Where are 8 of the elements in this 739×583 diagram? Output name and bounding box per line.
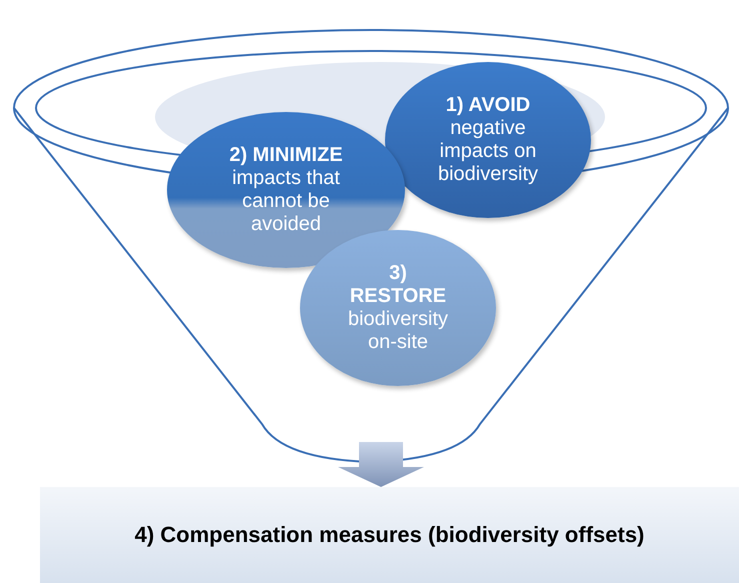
block-arrow — [338, 442, 424, 487]
step-description: impacts that cannot be avoided — [231, 167, 341, 236]
step-heading: 1) AVOID — [446, 94, 530, 117]
step-heading: 2) MINIMIZE — [229, 144, 343, 167]
result-band — [40, 487, 739, 583]
step-description: negative impacts on biodiversity — [436, 117, 540, 186]
band-text: 4) Compensation measures (biodiversity offsets) — [134, 522, 644, 548]
step-description: biodiversity on-site — [346, 308, 450, 354]
